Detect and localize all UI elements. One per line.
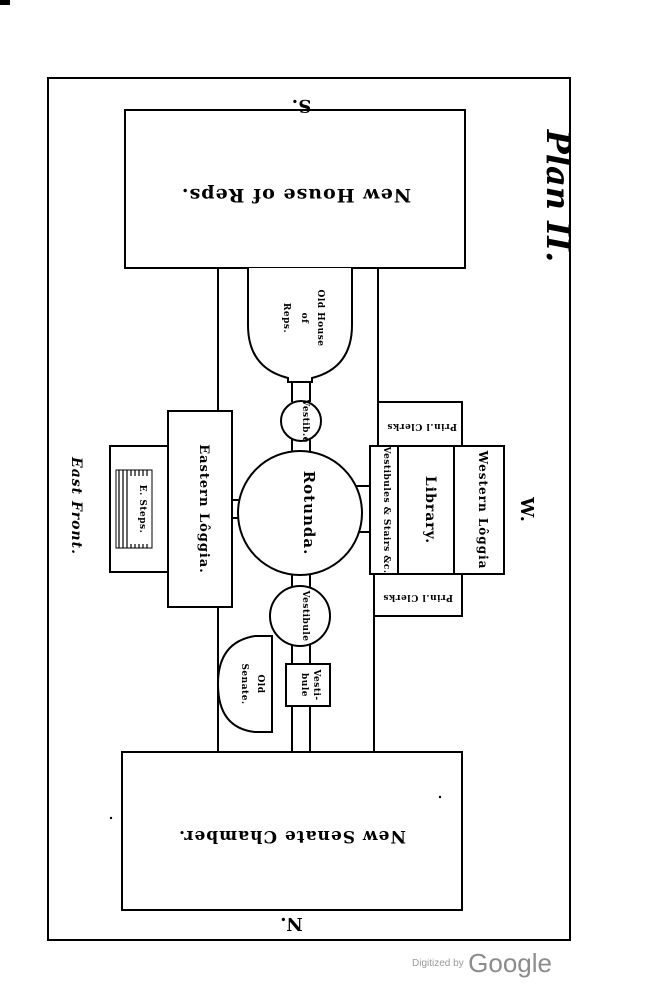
- new-senate-label: New Senate Chamber.: [178, 826, 406, 846]
- digitized-by-google-footer: Digitized by Google: [412, 948, 552, 979]
- new-house-of-reps-room: [124, 109, 466, 269]
- svg-text:bule: bule: [299, 673, 309, 697]
- google-logo-text: Google: [468, 948, 552, 978]
- vestibule-small-label: Vesti- bule: [299, 668, 321, 700]
- digitized-by-text: Digitized by: [412, 958, 464, 969]
- old-senate-room: [216, 635, 273, 733]
- old-senate-label: Old Senate.: [239, 663, 265, 704]
- speck: [109, 816, 113, 820]
- eastern-loggia-label: Eastern Lôggia.: [196, 444, 211, 574]
- clerks-top-label: Prin.l Clerks: [387, 421, 457, 431]
- svg-text:Old: Old: [255, 674, 265, 693]
- new-senate-chamber-room: [121, 751, 463, 911]
- central-wing-outline: [217, 268, 379, 752]
- eastern-loggia-room: [167, 410, 233, 608]
- western-loggia-label: Western Lôggia: [476, 450, 490, 570]
- plan-frame: [47, 77, 571, 941]
- new-house-label: New House of Reps.: [181, 184, 411, 206]
- vestibule-top-room: [280, 400, 322, 442]
- svg-text:Old House: Old House: [315, 289, 325, 346]
- vestibule-small-room: [285, 663, 331, 707]
- speck: [438, 795, 442, 799]
- clerks-bottom-room: [373, 573, 463, 617]
- vestibule-mid-label: Vestibule: [300, 589, 310, 641]
- svg-text:Reps.: Reps.: [281, 303, 291, 333]
- east-steps-label: E. Steps.: [137, 485, 147, 534]
- vestibules-stairs-label: Vestibules & Stairs &c.: [381, 445, 391, 573]
- old-house-label: Old House of Reps.: [281, 289, 325, 346]
- library-label: Library.: [422, 476, 438, 544]
- compass-south: S.: [291, 95, 312, 116]
- corner-mark: [0, 0, 10, 5]
- rotunda-label: Rotunda.: [300, 471, 318, 556]
- compass-north: N.: [279, 913, 303, 934]
- rotunda-room: [237, 450, 363, 576]
- svg-text:Senate.: Senate.: [239, 663, 249, 704]
- clerks-bottom-label: Prin.l Clerks: [383, 592, 453, 602]
- old-house-of-reps-room: [247, 268, 353, 383]
- svg-text:Vesti-: Vesti-: [311, 668, 321, 700]
- vestibule-top-label: Vestib.e: [300, 398, 310, 443]
- plan-title: Plan II.: [539, 129, 577, 262]
- east-steps-label-bg: [130, 476, 148, 544]
- vestibule-mid-room: [269, 585, 331, 647]
- compass-west: W.: [516, 496, 537, 523]
- western-loggia-room: [453, 445, 505, 575]
- clerks-top-room: [377, 401, 463, 447]
- svg-text:of: of: [299, 313, 309, 325]
- east-front-label: East Front.: [68, 456, 84, 555]
